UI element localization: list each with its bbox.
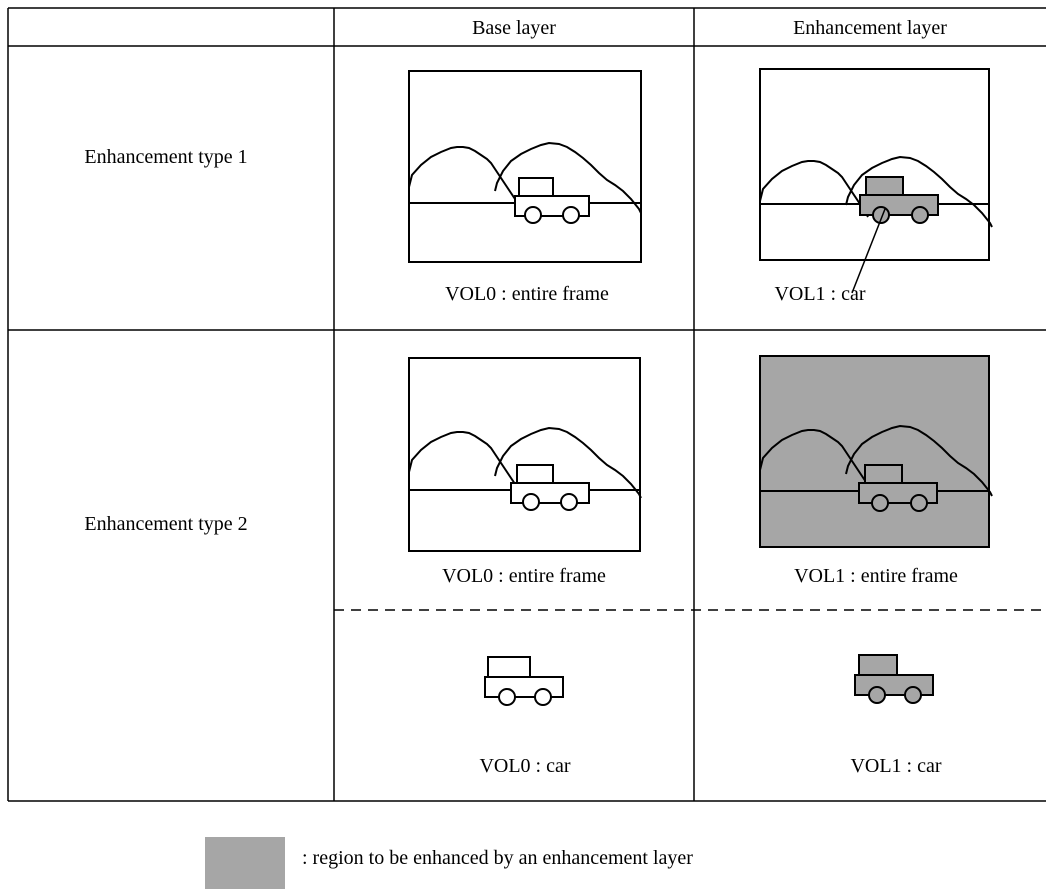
legend-swatch	[205, 837, 285, 889]
caption-row1-base: VOL0 : entire frame	[445, 283, 609, 305]
header-base-layer: Base layer	[472, 17, 556, 39]
caption-row1-enhancement: VOL1 : car	[774, 283, 865, 305]
car-icon	[514, 177, 590, 224]
car-icon	[510, 464, 590, 511]
caption-row2-base: VOL0 : entire frame	[442, 565, 606, 587]
frame-row2-base	[408, 357, 642, 552]
table-grid	[7, 7, 1046, 802]
caption-row2-base-car: VOL0 : car	[479, 755, 570, 777]
row-label-type-2: Enhancement type 2	[84, 513, 247, 535]
car-enhanced-icon	[859, 176, 939, 224]
car-object-base	[484, 656, 564, 706]
header-enhancement-layer: Enhancement layer	[793, 17, 947, 39]
frame-row2-enhancement	[759, 355, 993, 548]
caption-row2-enhancement: VOL1 : entire frame	[794, 565, 958, 587]
car-object-enhancement	[854, 654, 934, 704]
row-label-type-1: Enhancement type 1	[84, 146, 247, 168]
car-icon	[858, 464, 938, 512]
frame-row1-enhancement	[759, 68, 993, 294]
pointer-line	[851, 208, 886, 294]
caption-row2-enhancement-car: VOL1 : car	[850, 755, 941, 777]
frame-row1-base	[408, 70, 642, 263]
legend-text: : region to be enhanced by an enhancemen…	[302, 847, 693, 869]
